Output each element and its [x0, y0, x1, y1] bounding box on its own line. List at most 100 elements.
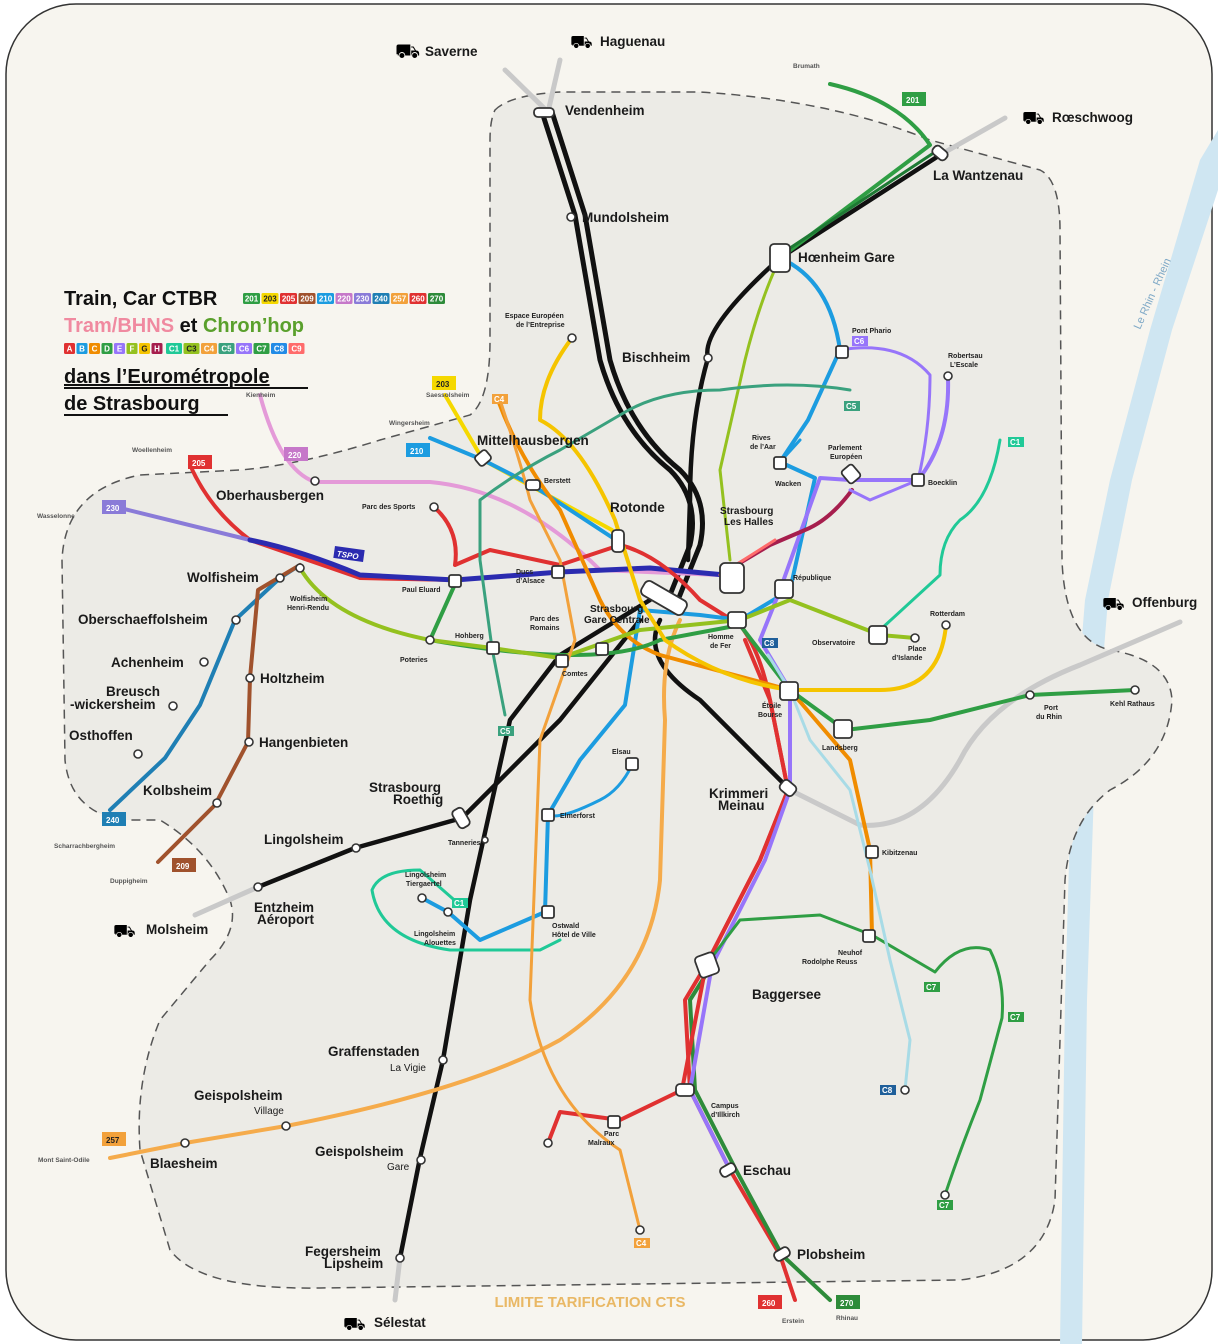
station-c7-end[interactable]: [940, 1190, 950, 1200]
station-wolf-henri-rendu[interactable]: [295, 563, 305, 573]
station-berstett[interactable]: [525, 479, 541, 491]
line-210: [428, 436, 618, 542]
station-geispolsheim-village[interactable]: [281, 1121, 291, 1131]
label-geispolsheim-v: Geispolsheim: [194, 1088, 283, 1103]
station-neuhof[interactable]: [862, 929, 876, 943]
tram-badge-g: [139, 343, 150, 354]
ctbr-badge-label-240: 240: [374, 295, 388, 304]
sl-parlement-1: Parlement: [828, 445, 863, 452]
station-mittelhausbergen[interactable]: [474, 449, 492, 467]
station-parlement[interactable]: [840, 463, 862, 485]
station-hoenheim[interactable]: [769, 243, 791, 273]
station-vendenheim[interactable]: [533, 107, 555, 118]
sl-ostwald-2: Hôtel de Ville: [552, 932, 596, 939]
station-ling-alouettes[interactable]: [443, 907, 453, 917]
station-paul-eluard[interactable]: [448, 574, 462, 588]
station-hangenbieten[interactable]: [244, 737, 254, 747]
sl-robertsau-2: L’Escale: [950, 362, 978, 369]
rail-vendenheim-gare-2: [549, 109, 705, 603]
station-mundolsheim[interactable]: [566, 212, 576, 222]
station-hohberg[interactable]: [486, 641, 500, 655]
dest-roeschwoog-icon: ⛟: [1022, 108, 1045, 129]
station-osthoffen[interactable]: [133, 749, 143, 759]
station-robertsau[interactable]: [943, 371, 953, 381]
tag-201-bg: [902, 92, 926, 106]
station-parc-sports[interactable]: [429, 502, 439, 512]
ctbr-badge-203: [261, 293, 279, 304]
station-bischheim[interactable]: [703, 353, 713, 363]
ctbr-badge-label-260: 260: [411, 295, 425, 304]
station-wolfisheim[interactable]: [275, 573, 285, 583]
station-poteries[interactable]: [425, 635, 435, 645]
sl-pont-phario: Pont Phario: [852, 328, 891, 335]
sl-parc-malraux-2: Malraux: [588, 1140, 615, 1147]
station-landsberg[interactable]: [833, 719, 853, 739]
ctbr-badge-230: [354, 293, 371, 304]
station-geispolsheim-gare[interactable]: [416, 1155, 426, 1165]
ctbr-badge-270: [428, 293, 445, 304]
chronhop-badge-label-c1: C1: [169, 345, 180, 354]
tag-c8b: C8: [882, 1086, 893, 1095]
sl-parc-malraux-1: Parc: [604, 1131, 619, 1138]
station-port-rhin[interactable]: [1025, 690, 1035, 700]
label-oberschaeffolsheim: Oberschaeffolsheim: [78, 612, 208, 627]
station-les-halles[interactable]: [719, 562, 745, 594]
station-c4-end[interactable]: [635, 1225, 645, 1235]
station-campus[interactable]: [675, 1083, 695, 1097]
station-comtes[interactable]: [555, 654, 569, 668]
station-oberhausbergen[interactable]: [310, 476, 320, 486]
sl-berstett: Berstett: [544, 478, 571, 485]
label-la-wantzenau: La Wantzenau: [933, 168, 1023, 183]
sl-ostwald-1: Ostwald: [552, 923, 579, 930]
station-wacken[interactable]: [773, 456, 787, 470]
station-baggersee[interactable]: [694, 951, 720, 979]
station-oberschaeffolsheim[interactable]: [231, 615, 241, 625]
station-krimmeri[interactable]: [778, 778, 798, 798]
station-la-wantzenau[interactable]: [931, 144, 950, 162]
station-tanneries[interactable]: [481, 836, 489, 844]
station-rotonde[interactable]: [611, 529, 625, 553]
station-breusch[interactable]: [168, 701, 178, 711]
station-etoile[interactable]: [779, 681, 799, 701]
station-kibitzenau[interactable]: [865, 845, 879, 859]
chronhop-badge-c9: [288, 343, 305, 354]
station-observatoire[interactable]: [868, 625, 888, 645]
station-ostwald[interactable]: [541, 905, 555, 919]
station-place-islande[interactable]: [910, 633, 920, 643]
station-a-end[interactable]: [543, 1138, 553, 1148]
station-rotterdam[interactable]: [941, 620, 951, 630]
station-parc-romains[interactable]: [595, 642, 609, 656]
station-elsau[interactable]: [625, 757, 639, 771]
station-boecklin[interactable]: [911, 473, 925, 487]
label-eschau: Eschau: [743, 1163, 791, 1178]
station-ducs[interactable]: [551, 565, 565, 579]
station-pont-phario[interactable]: [835, 345, 849, 359]
station-republique[interactable]: [774, 579, 794, 599]
station-roethig[interactable]: [451, 806, 471, 830]
station-kolbsheim[interactable]: [212, 798, 222, 808]
tag-c7b: C7: [1010, 1013, 1021, 1022]
station-blaesheim[interactable]: [180, 1138, 190, 1148]
station-lingolsheim[interactable]: [351, 843, 361, 853]
chronhop-c5: [478, 383, 852, 717]
station-fegersheim[interactable]: [395, 1253, 405, 1263]
sl-place-2: d’Islande: [892, 655, 922, 662]
station-homme-de-fer[interactable]: [727, 611, 747, 629]
ctbr-badge-label-210: 210: [319, 295, 333, 304]
station-plobsheim[interactable]: [773, 1246, 792, 1263]
station-gare-centrale[interactable]: [639, 579, 689, 617]
sl-wacken: Wacken: [775, 481, 801, 488]
station-eschau[interactable]: [719, 1162, 738, 1179]
station-holtzheim[interactable]: [245, 673, 255, 683]
tag-c5b-bg: [498, 726, 514, 736]
tram-badge-c: [89, 343, 100, 354]
station-espace[interactable]: [567, 333, 577, 343]
station-kehl[interactable]: [1130, 685, 1140, 695]
station-elmerforst[interactable]: [541, 808, 555, 822]
station-entzheim[interactable]: [253, 882, 263, 892]
station-c8-end[interactable]: [900, 1085, 910, 1095]
station-parc-malraux[interactable]: [607, 1115, 621, 1129]
station-graffenstaden[interactable]: [438, 1055, 448, 1065]
station-achenheim[interactable]: [199, 657, 209, 667]
station-ling-tiergaertel[interactable]: [417, 893, 427, 903]
